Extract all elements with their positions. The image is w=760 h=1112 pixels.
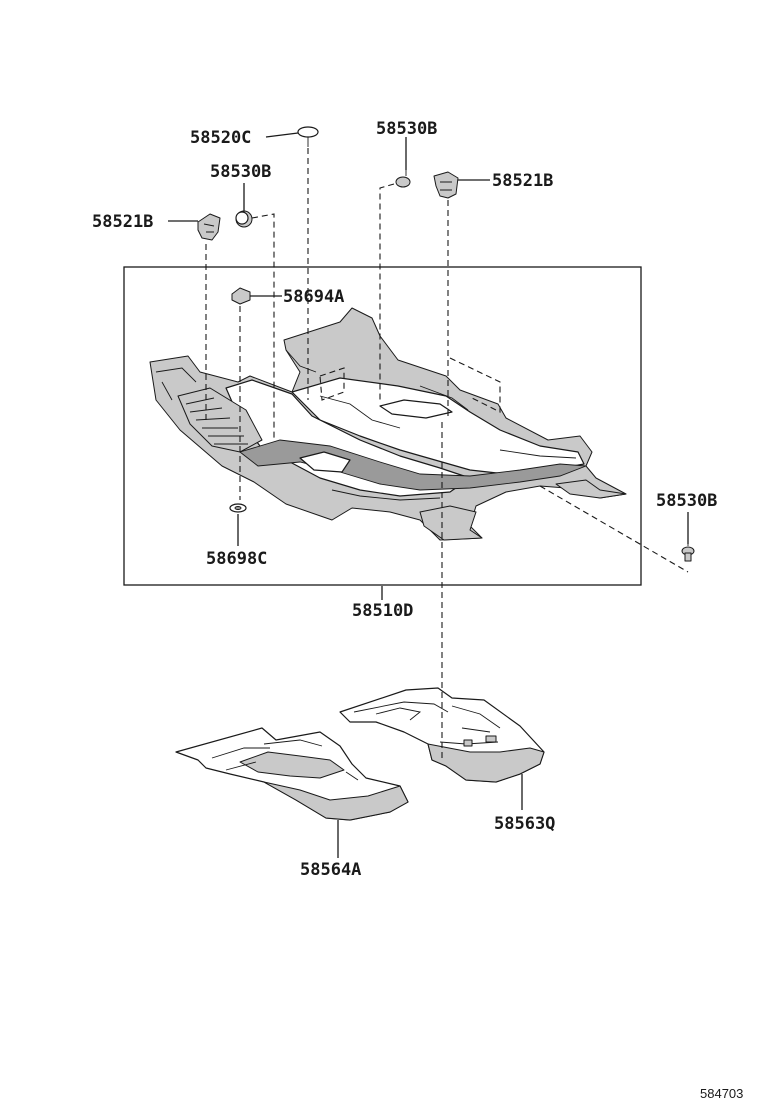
label-58521B-left: 58521B <box>92 212 153 232</box>
retainer-58694A-icon <box>231 287 251 305</box>
label-58698C: 58698C <box>206 549 267 569</box>
label-58530B-top: 58530B <box>376 119 437 139</box>
label-58563Q: 58563Q <box>494 814 555 834</box>
clip-58530B-top-icon <box>395 145 411 188</box>
label-58510D: 58510D <box>352 601 413 621</box>
clip-58520C-icon <box>297 126 319 147</box>
label-58694A: 58694A <box>283 287 344 307</box>
hook-58521B-right-icon <box>433 171 459 199</box>
label-58520C: 58520C <box>190 128 251 148</box>
assembly-guide-lines <box>205 148 689 760</box>
grommet-58698C-icon <box>229 503 247 513</box>
label-58521B-right: 58521B <box>492 171 553 191</box>
hook-58521B-left-icon <box>197 213 221 241</box>
leader-lines <box>168 132 689 858</box>
front-floor-mat <box>175 727 409 821</box>
diagram-reference-number: 584703 <box>700 1086 743 1101</box>
floor-carpet-assembly <box>149 307 627 541</box>
assembly-frame <box>123 266 642 586</box>
label-58530B-right: 58530B <box>656 491 717 511</box>
label-58564A: 58564A <box>300 860 361 880</box>
label-58530B-left: 58530B <box>210 162 271 182</box>
